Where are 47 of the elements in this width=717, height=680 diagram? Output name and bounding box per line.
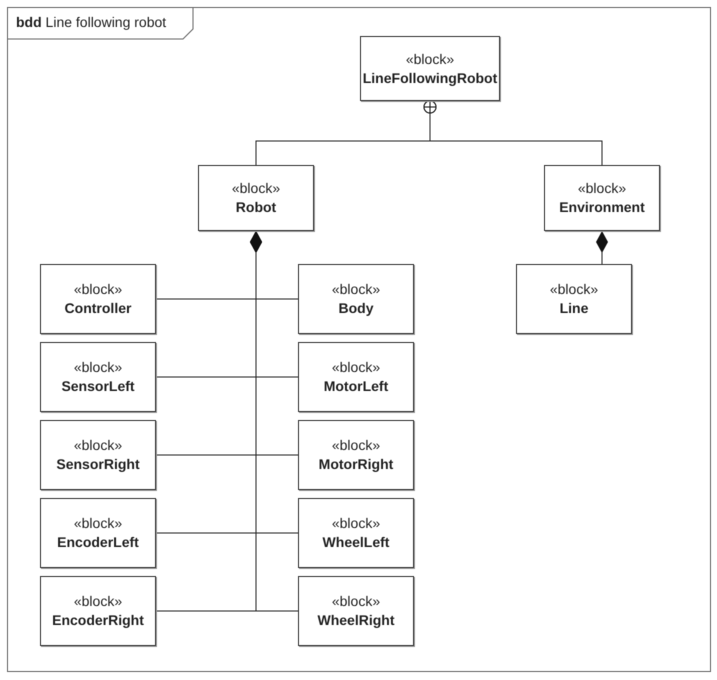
block-stereotype: «block» xyxy=(74,592,122,610)
block-stereotype: «block» xyxy=(232,179,280,197)
block-box xyxy=(298,420,414,490)
block-stereotype: «block» xyxy=(332,358,380,376)
block-stereotype: «block» xyxy=(332,280,380,298)
block-box xyxy=(298,342,414,412)
block-box xyxy=(40,420,156,490)
block-stereotype: «block» xyxy=(74,358,122,376)
frame-heading: bdd Line following robot xyxy=(16,14,166,30)
block-box xyxy=(298,264,414,334)
block-stereotype: «block» xyxy=(332,592,380,610)
block-box xyxy=(544,165,660,231)
block-name: Line xyxy=(560,299,588,318)
block-name: MotorLeft xyxy=(324,377,388,396)
block-name: LineFollowingRobot xyxy=(362,68,498,88)
block-stereotype: «block» xyxy=(332,514,380,532)
block-box xyxy=(198,165,314,231)
block-name: WheelRight xyxy=(318,611,394,630)
block-name: EncoderLeft xyxy=(57,533,139,552)
containment-connector xyxy=(424,100,602,166)
diagram-frame xyxy=(7,7,711,672)
block-stereotype: «block» xyxy=(406,50,454,68)
block-box xyxy=(40,264,156,334)
composition-connector xyxy=(596,230,608,264)
block-box xyxy=(40,342,156,412)
block-name: WheelLeft xyxy=(322,533,390,552)
block-stereotype: «block» xyxy=(74,280,122,298)
block-stereotype: «block» xyxy=(332,436,380,454)
block-name: Controller xyxy=(64,299,132,318)
block-name: SensorLeft xyxy=(61,377,135,396)
block-name: Robot xyxy=(236,198,276,217)
block-box xyxy=(360,36,500,101)
block-name: EncoderRight xyxy=(52,611,144,630)
block-stereotype: «block» xyxy=(74,514,122,532)
block-box xyxy=(516,264,632,334)
block-box xyxy=(298,576,414,646)
block-stereotype: «block» xyxy=(578,179,626,197)
block-stereotype: «block» xyxy=(74,436,122,454)
composition-connector xyxy=(250,230,298,612)
block-box xyxy=(298,498,414,568)
block-stereotype: «block» xyxy=(550,280,598,298)
block-box xyxy=(40,576,156,646)
block-name: Environment xyxy=(559,198,645,217)
block-box xyxy=(40,498,156,568)
block-name: Body xyxy=(338,299,374,318)
block-name: MotorRight xyxy=(318,455,394,474)
block-name: SensorRight xyxy=(56,455,140,474)
